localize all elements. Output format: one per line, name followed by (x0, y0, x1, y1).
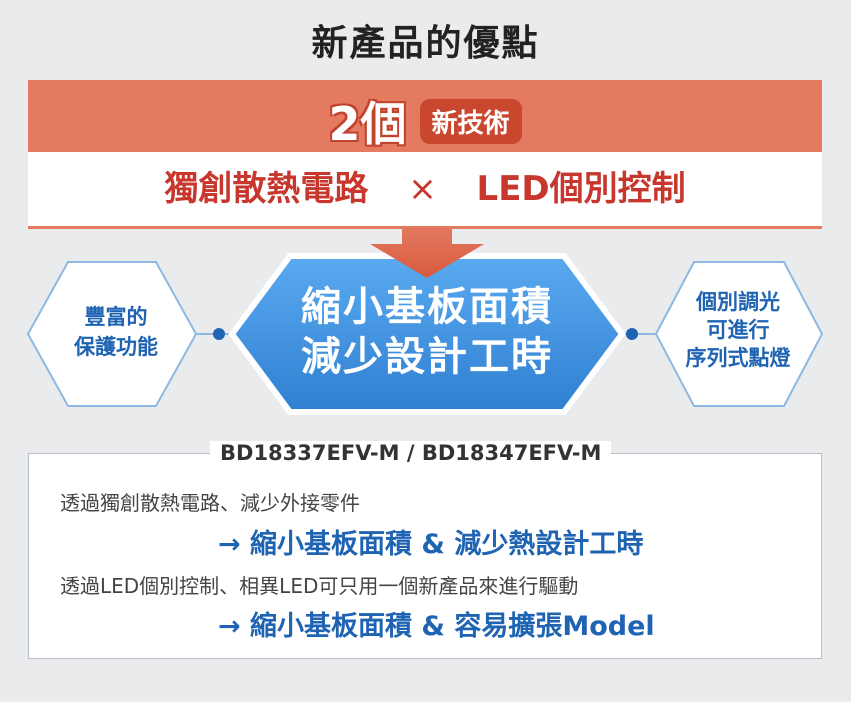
down-arrow-icon (370, 226, 484, 278)
center-hex-label: 縮小基板面積 減少設計工時 (301, 284, 553, 380)
right-connector-dot (626, 328, 638, 340)
model-numbers: BD18337EFV-M / BD18347EFV-M (210, 441, 612, 465)
new-tech-tag: 新技術 (419, 98, 522, 144)
details-box (28, 453, 822, 659)
left-hex-label: 豐富的 保護功能 (74, 305, 158, 359)
right-hex-label: 個別調光 可進行 序列式點燈 (685, 290, 791, 370)
tech-count: 2個 (328, 97, 407, 151)
center-hexagon (228, 253, 626, 415)
tech-heat-circuit: 獨創散熱電路 (164, 169, 369, 209)
times-icon: × (408, 169, 437, 209)
new-tech-banner: 2個 新技術 (28, 80, 822, 152)
detail-result-2: → 縮小基板面積 & 容易擴張Model (218, 611, 655, 642)
page-title: 新產品的優點 (311, 23, 540, 64)
left-hexagon (26, 261, 198, 407)
tech-led-control: LED個別控制 (476, 169, 686, 209)
left-connector-dot (213, 328, 225, 340)
detail-result-1: → 縮小基板面積 & 減少熱設計工時 (218, 529, 644, 560)
right-hexagon (654, 261, 824, 407)
detail-cause-2: 透過LED個別控制、相異LED可只用一個新產品來進行驅動 (60, 574, 579, 598)
detail-cause-1: 透過獨創散熱電路、減少外接零件 (60, 491, 360, 515)
